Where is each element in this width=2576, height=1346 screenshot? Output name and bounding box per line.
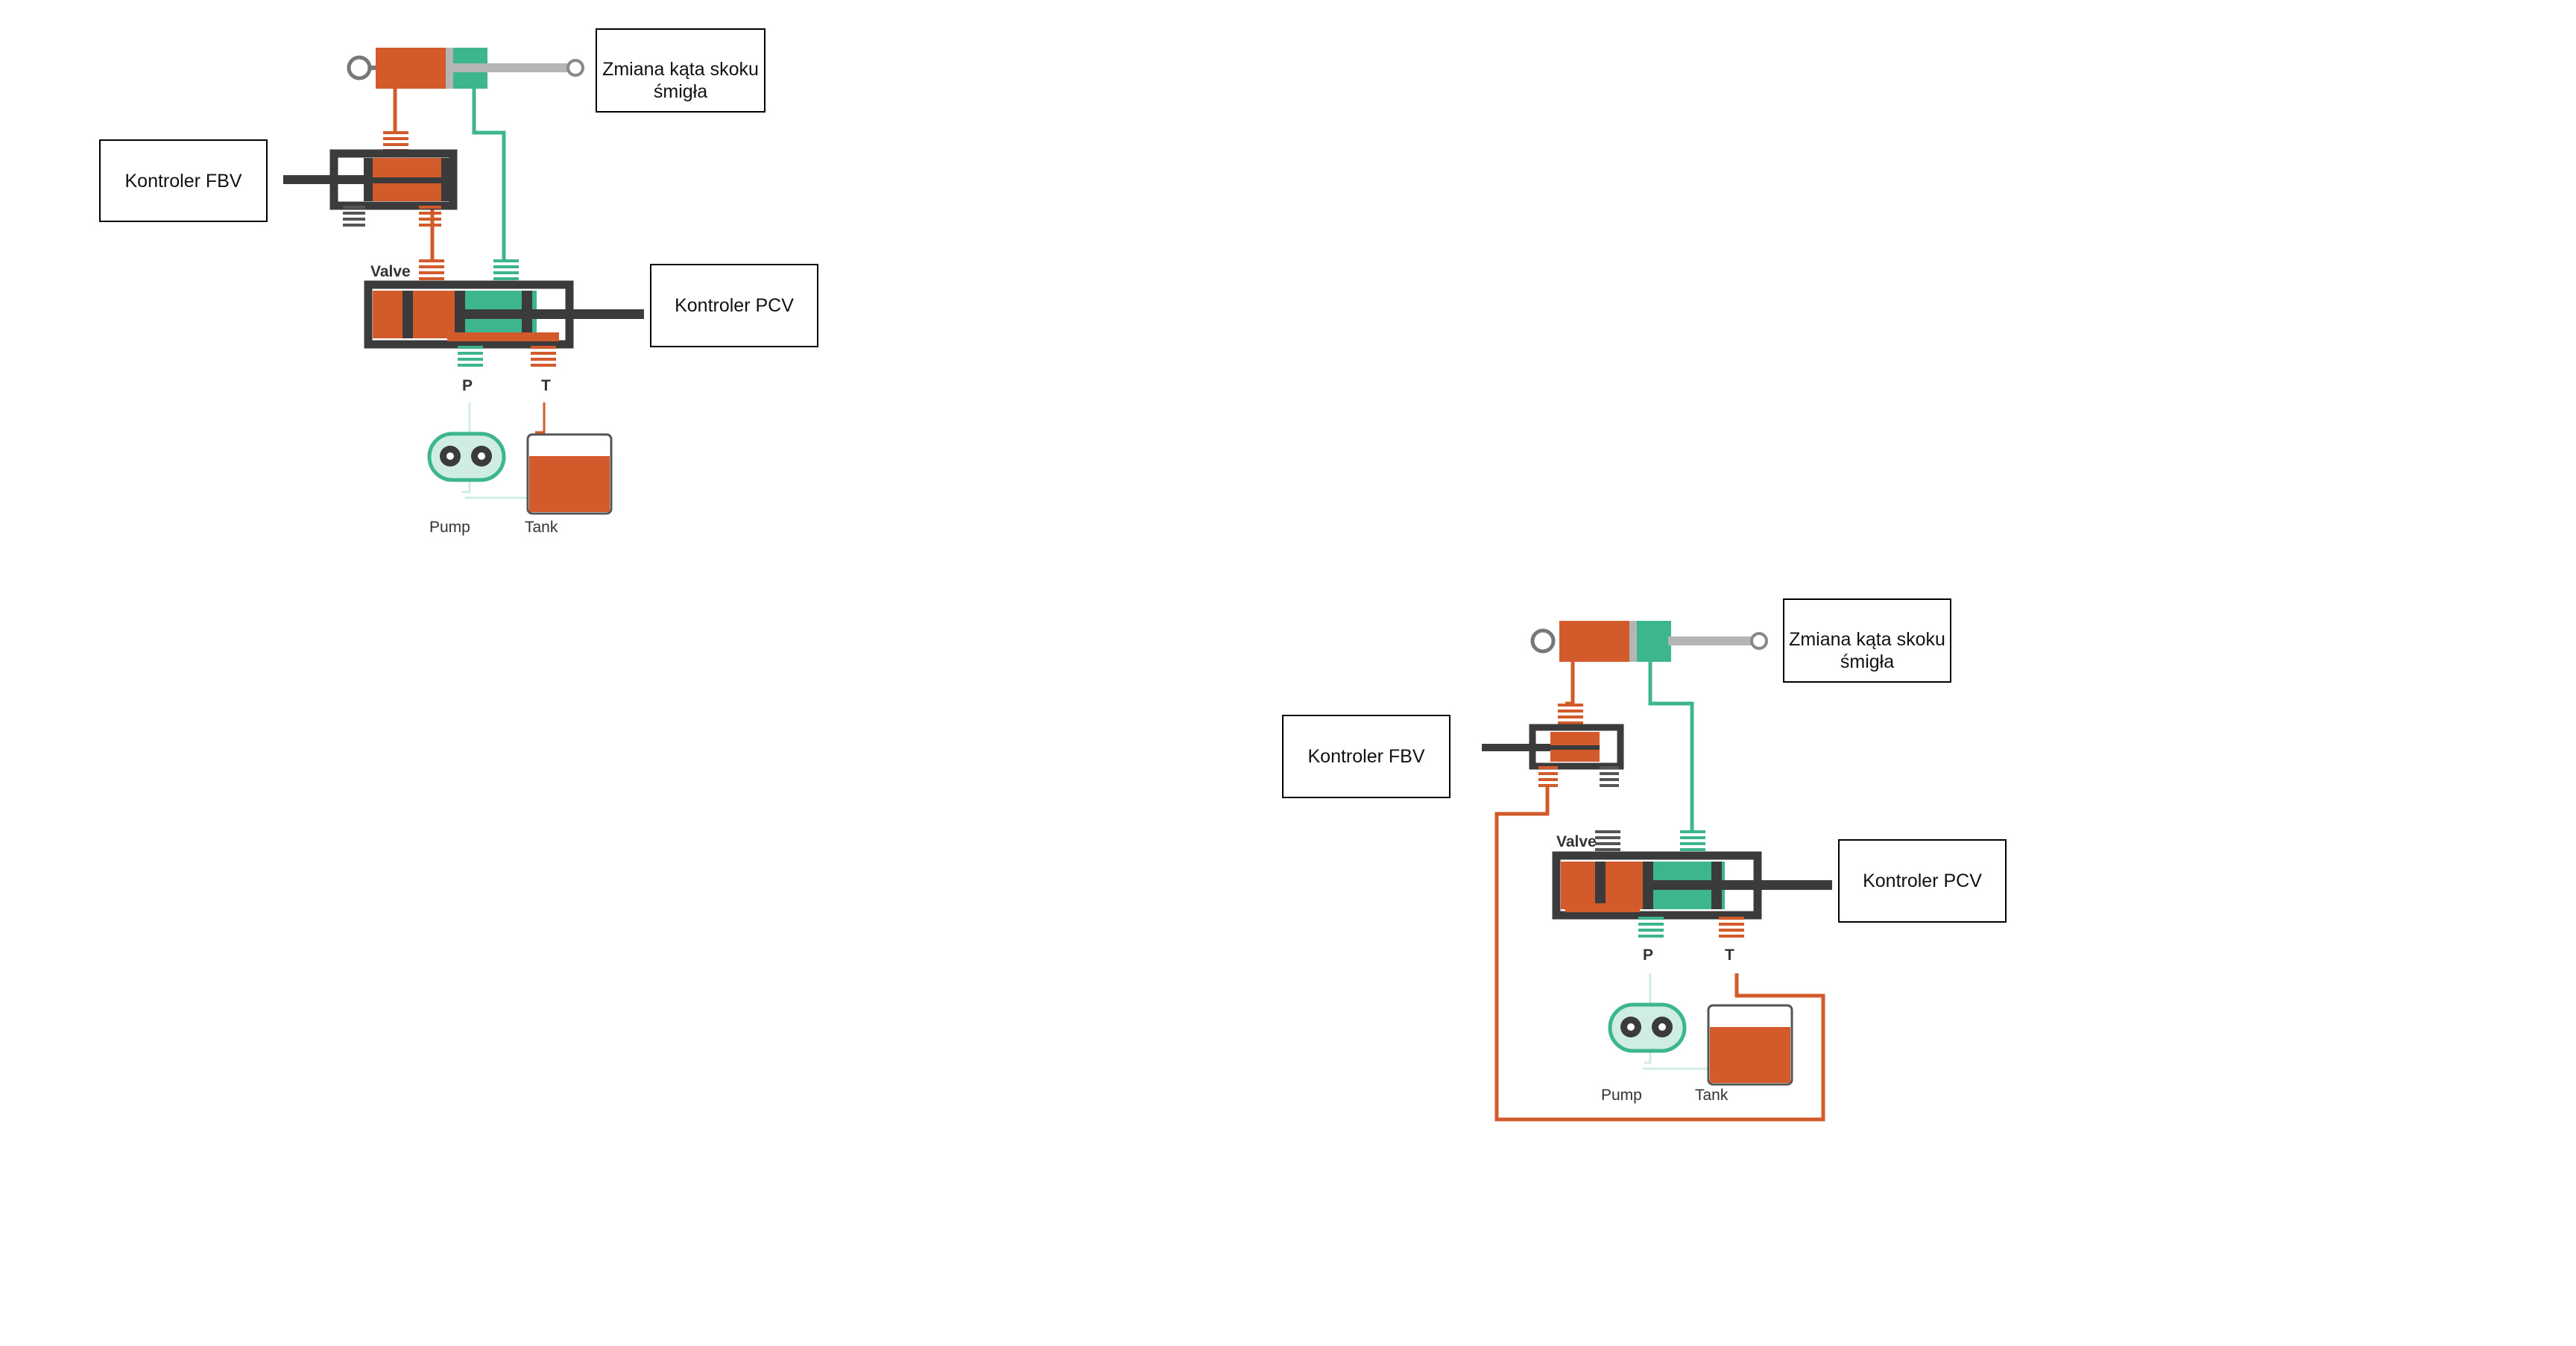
valve-label: Valve bbox=[370, 263, 411, 280]
port-p-label: P bbox=[462, 377, 473, 394]
pcv-controller-label: Kontroler PCV bbox=[675, 295, 794, 316]
port-t-label: T bbox=[541, 377, 551, 394]
fbv-controller-label: Kontroler FBV bbox=[1307, 746, 1425, 767]
pitch-change-box: Zmiana kąta skoku śmigła bbox=[596, 28, 765, 113]
oil-tank bbox=[526, 433, 613, 515]
fbv-controller-box: Kontroler FBV bbox=[1282, 715, 1450, 798]
pitch-change-line1: Zmiana kąta skoku bbox=[1789, 628, 1945, 650]
pcv-top-springs bbox=[419, 259, 519, 280]
pcv-valve-body bbox=[364, 280, 644, 349]
pitch-change-line2: śmigła bbox=[653, 80, 708, 102]
pitch-change-line2: śmigła bbox=[1840, 651, 1895, 672]
tank-label: Tank bbox=[525, 519, 558, 536]
actuator-cylinder bbox=[1530, 621, 1768, 662]
fbv-top-spring bbox=[383, 131, 408, 152]
valve-label: Valve bbox=[1556, 833, 1597, 850]
pitch-change-line1: Zmiana kąta skoku bbox=[602, 58, 759, 80]
pcv-top-springs bbox=[1595, 830, 1705, 851]
pcv-controller-box: Kontroler PCV bbox=[650, 264, 818, 347]
fbv-controller-box: Kontroler FBV bbox=[99, 139, 268, 222]
fbv-valve-body bbox=[283, 149, 458, 210]
fbv-bottom-springs bbox=[343, 206, 441, 227]
tank-label: Tank bbox=[1695, 1087, 1729, 1104]
pump-label: Pump bbox=[1601, 1087, 1642, 1104]
pump-label: Pump bbox=[429, 519, 470, 536]
fbv-controller-label: Kontroler FBV bbox=[124, 170, 242, 192]
gear-pump bbox=[1608, 1002, 1687, 1053]
hydraulic-diagram-1: Kontroler FBV Kontroler PCV Zmiana kąta … bbox=[0, 0, 1288, 671]
pcv-bottom-springs bbox=[458, 346, 556, 367]
port-t-label: T bbox=[1725, 947, 1734, 964]
hydraulic-diagram-2: Kontroler FBV Kontroler PCV Zmiana kąta … bbox=[1178, 571, 2072, 1137]
fbv-bottom-springs bbox=[1538, 766, 1619, 787]
pcv-valve-body bbox=[1552, 851, 1832, 920]
pcv-bottom-springs bbox=[1638, 917, 1744, 938]
pitch-change-box: Zmiana kąta skoku śmigła bbox=[1783, 598, 1951, 683]
actuator-cylinder bbox=[347, 48, 584, 89]
fbv-top-spring bbox=[1558, 704, 1583, 724]
pcv-controller-label: Kontroler PCV bbox=[1863, 871, 1982, 891]
gear-pump bbox=[427, 432, 506, 482]
diagram-1-graphics bbox=[283, 37, 748, 515]
diagram-2-graphics bbox=[1482, 609, 1930, 1122]
pcv-controller-box: Kontroler PCV bbox=[1838, 839, 2007, 923]
fbv-valve-body bbox=[1482, 724, 1624, 770]
oil-tank bbox=[1707, 1004, 1793, 1086]
port-p-label: P bbox=[1643, 947, 1654, 964]
